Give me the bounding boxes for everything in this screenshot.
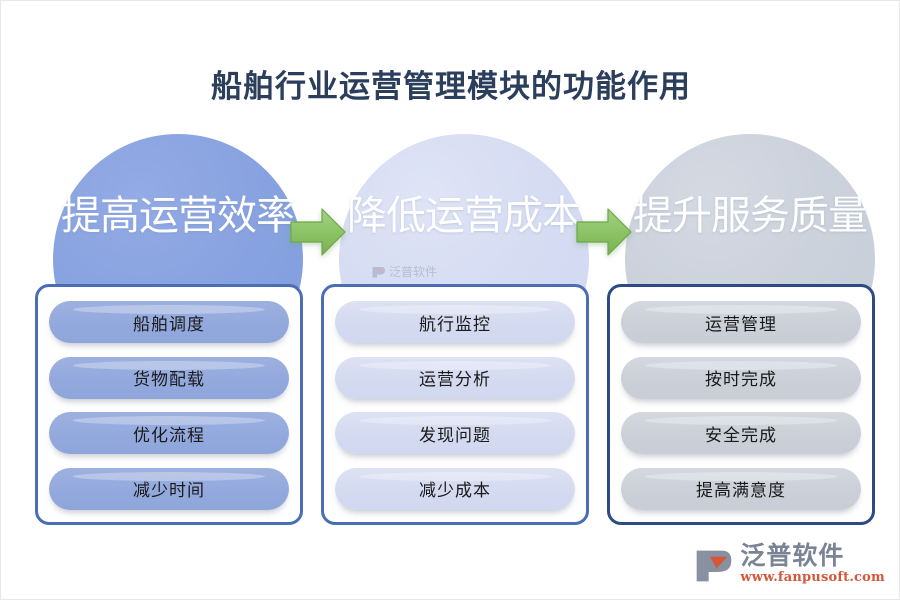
logo-name: 泛普软件 [740, 541, 845, 571]
stage-card-1: 船舶调度 货物配载 优化流程 减少时间 [35, 284, 303, 525]
list-item[interactable]: 货物配载 [49, 356, 289, 399]
page-title: 船舶行业运营管理模块的功能作用 [211, 69, 691, 105]
list-item[interactable]: 船舶调度 [49, 301, 289, 343]
list-item[interactable]: 运营管理 [621, 301, 861, 343]
brand-logo: 泛普软件 www.fanpusoft.com [694, 543, 885, 585]
right-arrow-icon [576, 208, 632, 256]
list-item[interactable]: 优化流程 [49, 412, 289, 455]
list-item[interactable]: 减少时间 [49, 467, 289, 510]
stage-card-2: 航行监控 运营分析 发现问题 减少成本 [321, 284, 589, 525]
list-item[interactable]: 安全完成 [621, 412, 861, 455]
stage-label-3: 提升服务质量 [633, 193, 868, 239]
watermark-text: 泛普软件 [389, 265, 438, 279]
stage-card-3: 运营管理 按时完成 安全完成 提高满意度 [607, 284, 875, 525]
list-item[interactable]: 发现问题 [335, 412, 575, 455]
list-item[interactable]: 运营分析 [335, 356, 575, 399]
stage-label-2: 降低运营成本 [347, 193, 582, 239]
logo-url: www.fanpusoft.com [740, 569, 885, 585]
list-item[interactable]: 按时完成 [621, 356, 861, 399]
list-item[interactable]: 减少成本 [335, 467, 575, 510]
fanpu-logo-icon [697, 550, 732, 582]
list-item[interactable]: 航行监控 [335, 301, 575, 343]
list-item[interactable]: 提高满意度 [621, 467, 861, 510]
fanpu-logo-icon [372, 267, 385, 278]
stage-label-1: 提高运营效率 [61, 193, 296, 239]
center-watermark: 泛普软件 [371, 263, 437, 280]
right-arrow-icon [290, 208, 346, 256]
